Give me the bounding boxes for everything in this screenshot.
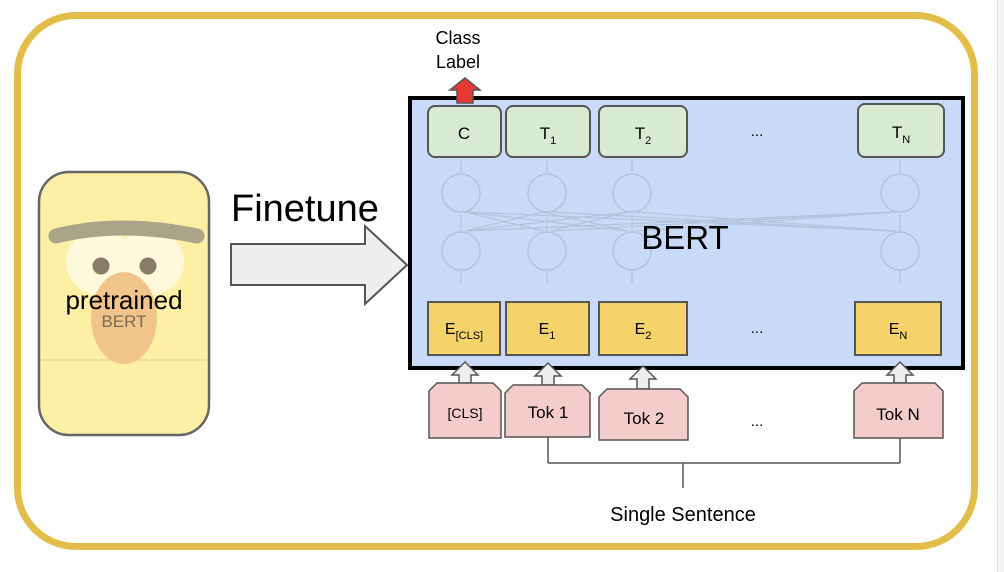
output-t2-box: [598, 105, 688, 158]
embed-cls-box: [427, 301, 501, 356]
output-c-text: C: [458, 124, 470, 143]
output-row: C T1 T2 ... TN: [427, 103, 945, 158]
embed-ellipsis: ...: [751, 320, 764, 337]
token-tok1-text: Tok 1: [528, 403, 569, 422]
eyebrow: [48, 220, 205, 244]
token-row: [CLS] Tok 1 Tok 2 ... Tok N: [428, 382, 944, 441]
output-t1-box: [505, 105, 591, 158]
embedding-row: E[CLS] E1 E2 ... EN: [427, 301, 942, 356]
token-tok1-box: [504, 384, 591, 438]
finetune-arrow-shape: [230, 223, 409, 307]
class-label-line1: Class: [435, 28, 480, 48]
embed-e1-box: [505, 301, 590, 356]
sentence-bracket: [547, 437, 901, 488]
finetune-arrow: Finetune: [230, 188, 409, 307]
token-cls-text: [CLS]: [447, 405, 482, 421]
embed-en-box: [854, 301, 942, 356]
class-arrow-icon: [447, 77, 483, 104]
token-tokn-text: Tok N: [876, 405, 919, 424]
output-t1-text: T1: [540, 124, 557, 147]
output-t2-text: T2: [635, 124, 652, 147]
embed-en-text: EN: [889, 321, 908, 342]
rounded-frame: [14, 12, 978, 550]
output-c-box: [427, 105, 502, 158]
token-tokn-box: [853, 382, 944, 439]
nose: [91, 272, 157, 364]
bert-label: BERT: [641, 219, 728, 256]
output-ellipsis: ...: [751, 123, 764, 140]
pretrained-bert-character: BERT pretrained: [37, 170, 211, 437]
up-arrow-icon-tok2: [628, 364, 658, 390]
class-label-output: Class Label: [435, 28, 483, 104]
token-cls-box: [428, 382, 502, 439]
finetune-label: Finetune: [231, 188, 379, 230]
embed-e1-text: E1: [539, 321, 556, 342]
class-label-line2: Label: [436, 52, 480, 72]
single-sentence-label: Single Sentence: [610, 504, 756, 526]
embed-cls-text: E[CLS]: [445, 321, 483, 342]
embed-e2-text: E2: [635, 321, 652, 342]
up-arrow-icon-cls: [450, 360, 480, 384]
bert-model-box: BERT C T1 T2 ... TN E[CLS] E1: [408, 96, 965, 370]
token-ellipsis: ...: [751, 413, 764, 430]
up-arrow-icon-tok1: [533, 361, 563, 386]
embed-e2-box: [598, 301, 688, 356]
token-up-arrows: [450, 360, 915, 390]
output-tn-box: [857, 103, 945, 158]
right-pupil: [139, 257, 157, 275]
token-tok2-box: [598, 388, 689, 441]
network-connections: [460, 160, 901, 283]
network-nodes: [441, 173, 920, 271]
output-tn-text: TN: [892, 123, 910, 146]
bert-badge-text: BERT: [101, 312, 146, 331]
token-tok2-text: Tok 2: [624, 409, 665, 428]
pretrained-caption: pretrained: [65, 285, 182, 315]
page-edge: [997, 0, 1004, 572]
up-arrow-icon-tokn: [885, 360, 915, 384]
left-pupil: [92, 257, 110, 275]
